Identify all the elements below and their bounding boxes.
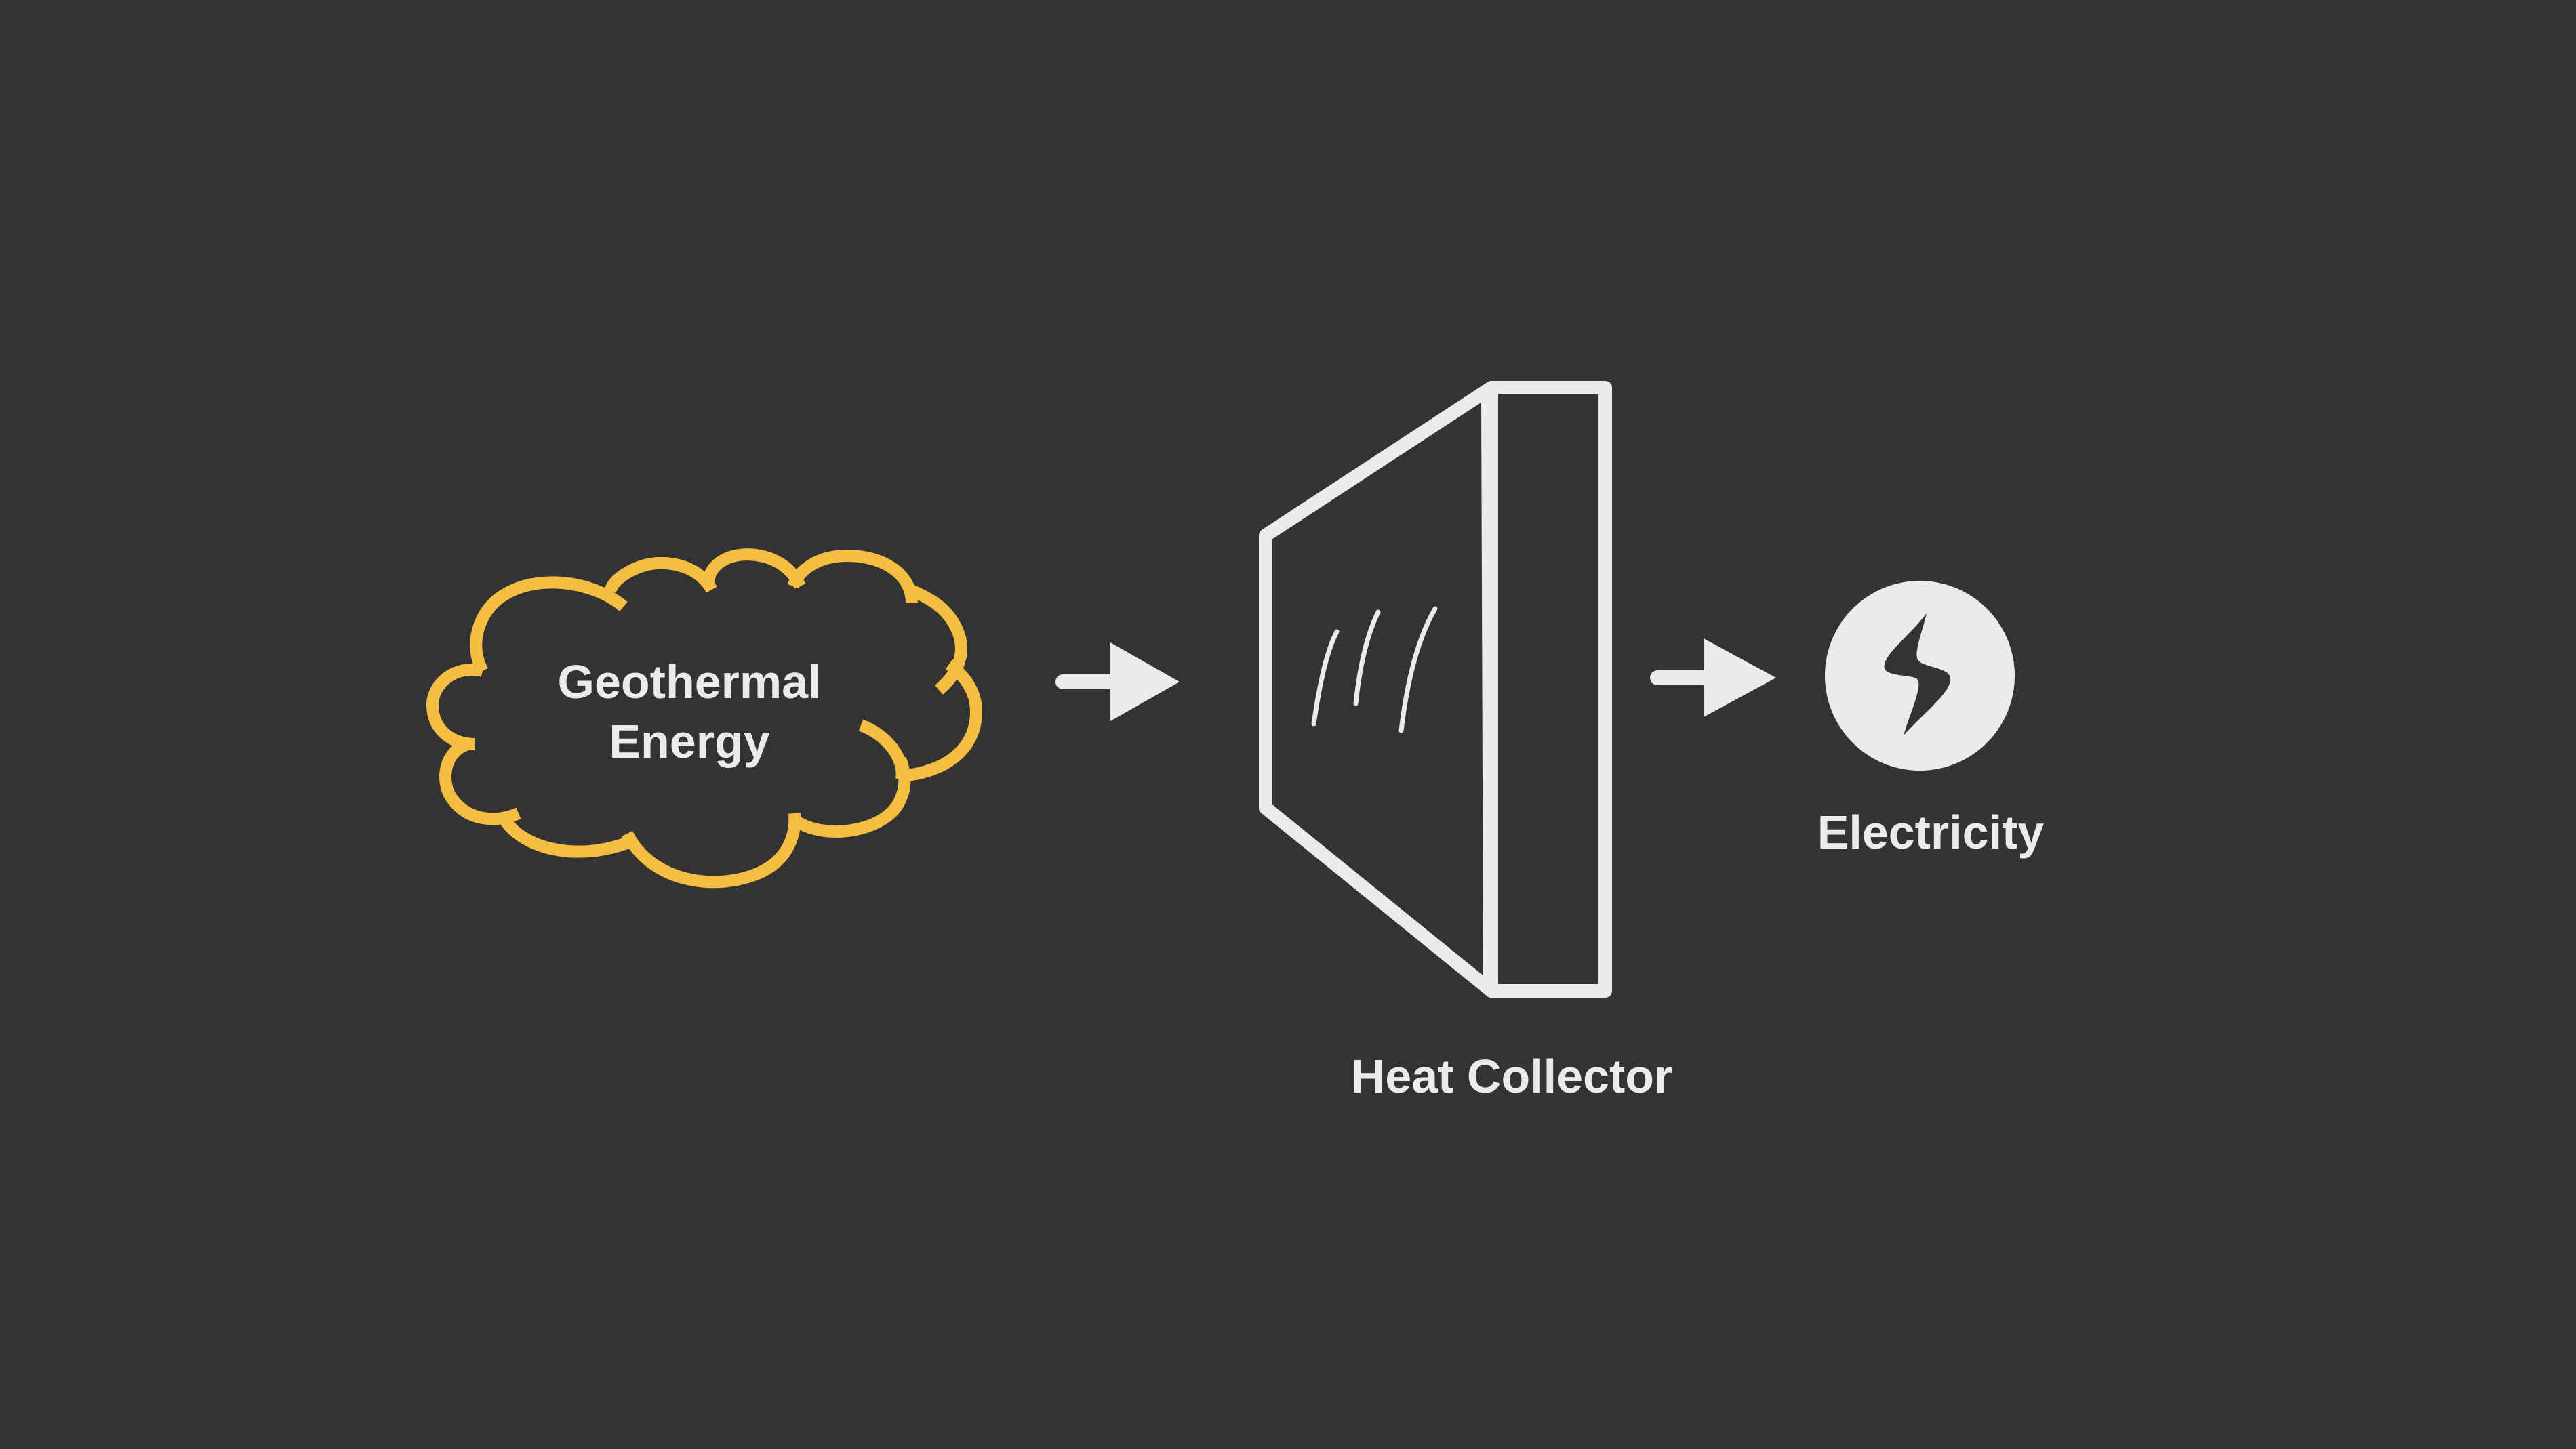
heat-collector-icon	[1259, 381, 1612, 998]
cloud-icon	[426, 548, 982, 889]
heat-collector-label: Heat Collector	[1351, 1050, 1673, 1103]
glass-reflection-icon	[1311, 606, 1438, 733]
arrow-right-icon	[1650, 638, 1776, 717]
lightning-bolt-icon	[1825, 581, 2015, 771]
geothermal-label-line1: Geothermal	[558, 655, 822, 708]
arrow-right-icon	[1055, 642, 1180, 721]
geothermal-label-line2: Energy	[609, 715, 769, 768]
electricity-label: Electricity	[1817, 806, 2045, 859]
